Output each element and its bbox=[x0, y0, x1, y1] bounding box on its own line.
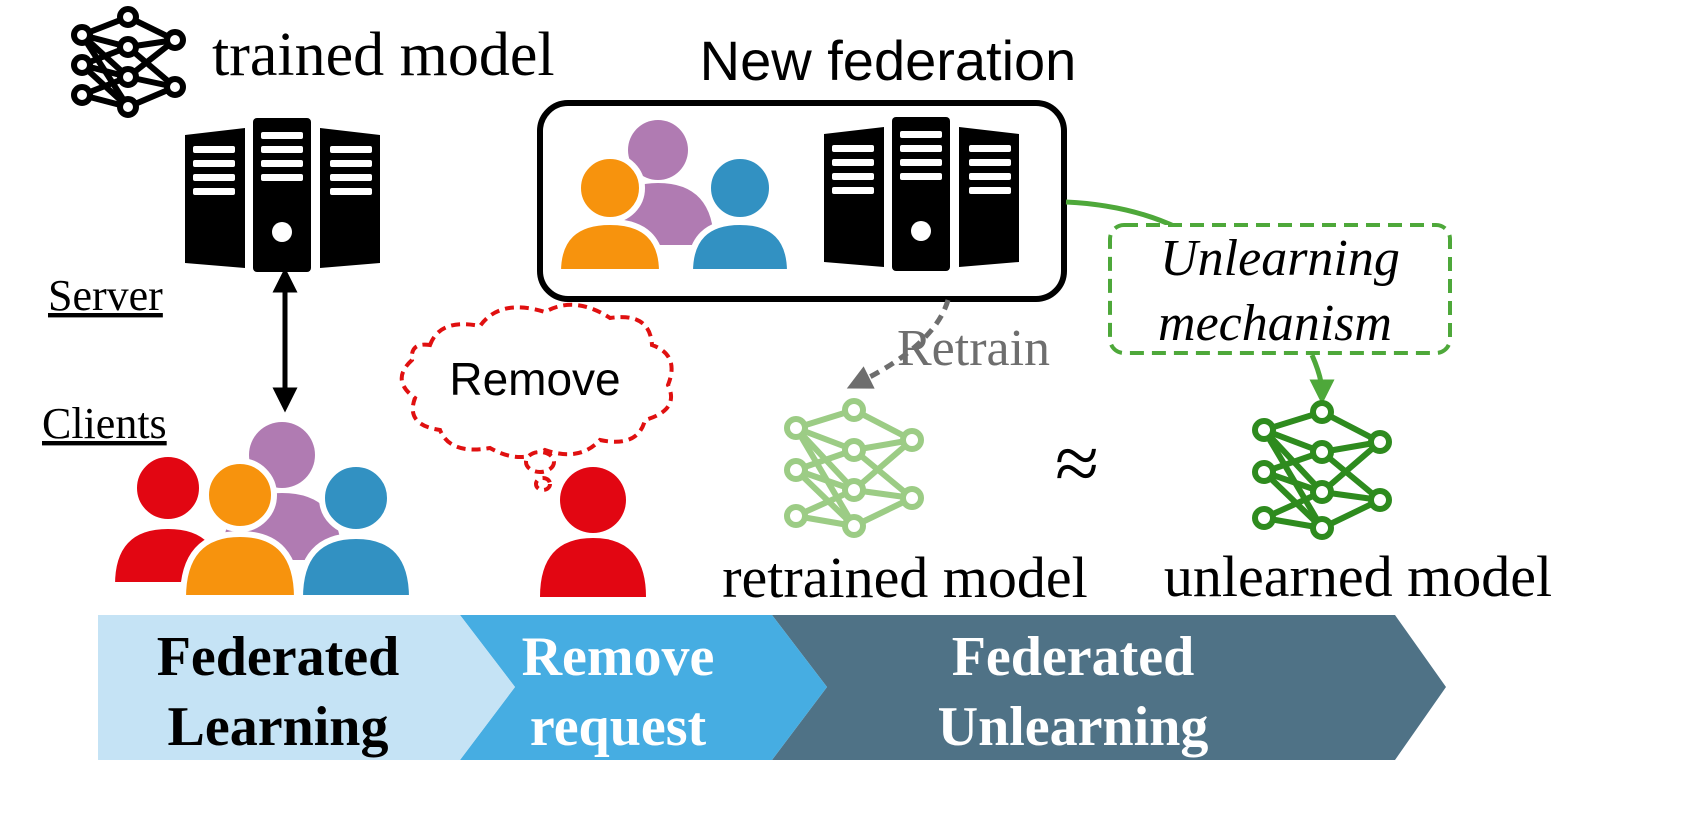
server-icon bbox=[185, 118, 380, 272]
thought-cloud-icon bbox=[399, 302, 674, 492]
unlearning-to-model-arrow bbox=[1309, 354, 1335, 405]
retrain-arrow bbox=[846, 299, 951, 389]
stage-chevron-remove-request bbox=[460, 615, 827, 760]
stage-chevron-federated-unlearning bbox=[772, 615, 1446, 760]
stage-1-line1: Federated bbox=[157, 626, 400, 688]
stage-3-line1: Federated bbox=[952, 626, 1195, 688]
stage-2-line2: request bbox=[530, 696, 707, 758]
person-icon-orange bbox=[179, 458, 301, 601]
unlearning-mechanism-line2: mechanism bbox=[1158, 295, 1392, 352]
person-icon-blue bbox=[296, 461, 416, 601]
remove-thought-label: Remove bbox=[449, 353, 620, 405]
retrained-model-icon bbox=[784, 398, 924, 538]
new-federation-clients-icon bbox=[554, 120, 794, 275]
stage-2-line1: Remove bbox=[522, 626, 715, 688]
new-federation-server-icon bbox=[824, 117, 1019, 271]
person-icon-blue bbox=[686, 153, 794, 275]
stage-banner: Federated Learning Remove request Federa… bbox=[98, 615, 1446, 760]
retrained-model-label: retrained model bbox=[722, 545, 1088, 610]
new-federation-label: New federation bbox=[700, 29, 1077, 92]
stage-3-line2: Unlearning bbox=[938, 696, 1209, 758]
stage-chevron-federated-learning bbox=[98, 615, 515, 760]
trained-model-label: trained model bbox=[212, 21, 555, 89]
clients-label: Clients bbox=[42, 399, 167, 448]
unlearning-mechanism-box bbox=[1108, 223, 1452, 355]
approx-symbol: ≈ bbox=[1055, 420, 1099, 508]
federation-to-unlearning-connector bbox=[1065, 199, 1180, 231]
unlearned-model-label: unlearned model bbox=[1164, 544, 1552, 609]
person-icon-removed-client bbox=[540, 467, 646, 597]
clients-group-icon bbox=[108, 422, 416, 601]
person-icon-orange bbox=[554, 153, 666, 275]
trained-model-icon bbox=[71, 6, 186, 118]
unlearned-model-icon bbox=[1252, 400, 1392, 540]
stage-1-line2: Learning bbox=[168, 696, 389, 758]
server-label: Server bbox=[48, 271, 163, 320]
unlearning-mechanism-line1: Unlearning bbox=[1160, 230, 1400, 287]
retrain-label: Retrain bbox=[897, 320, 1050, 377]
